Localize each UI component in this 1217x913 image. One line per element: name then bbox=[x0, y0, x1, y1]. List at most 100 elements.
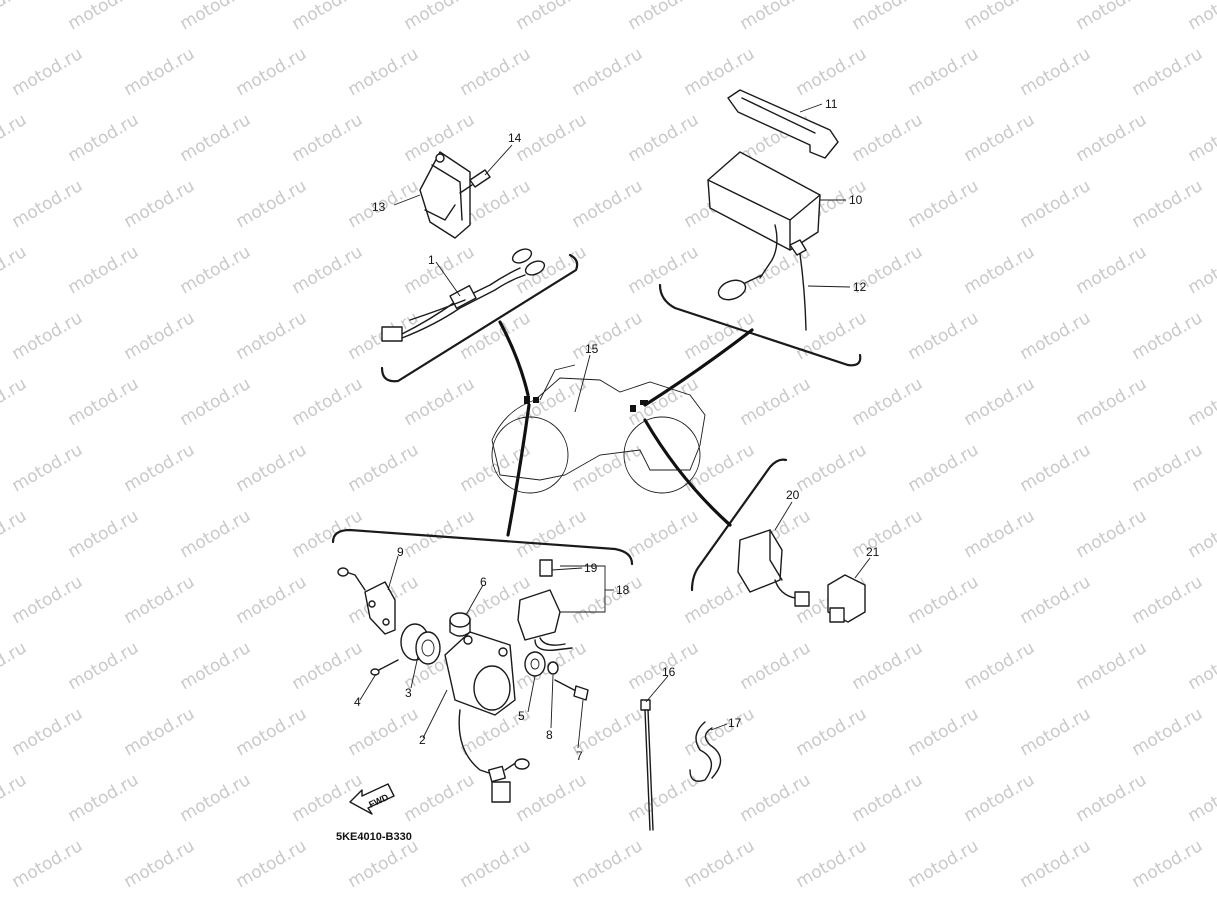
watermark-text: motod.ru bbox=[961, 110, 1039, 166]
watermark-text: motod.ru bbox=[793, 308, 871, 364]
watermark-text: motod.ru bbox=[905, 572, 983, 628]
watermark-text: motod.ru bbox=[513, 110, 591, 166]
watermark-text: motod.ru bbox=[65, 638, 143, 694]
bubble-top-left bbox=[380, 253, 579, 383]
watermark-text: motod.ru bbox=[1185, 110, 1217, 166]
watermark-text: motod.ru bbox=[625, 0, 703, 34]
watermark-text: motod.ru bbox=[65, 770, 143, 826]
part-20-unit bbox=[737, 529, 810, 607]
watermark-text: motod.ru bbox=[849, 374, 927, 430]
watermark-text: motod.ru bbox=[569, 836, 647, 892]
callout-14: 14 bbox=[508, 131, 522, 145]
callout-17: 17 bbox=[728, 716, 742, 730]
callout-3: 3 bbox=[405, 686, 412, 700]
watermark-text: motod.ru bbox=[121, 572, 199, 628]
part-21-connector bbox=[827, 574, 866, 623]
watermark-text: motod.ru bbox=[457, 836, 535, 892]
watermark-text: motod.ru bbox=[513, 770, 591, 826]
bubble-bottom-left bbox=[331, 528, 634, 566]
watermark-text: motod.ru bbox=[121, 440, 199, 496]
watermark-text: motod.ru bbox=[1185, 374, 1217, 430]
watermark-text: motod.ru bbox=[0, 638, 30, 694]
watermark-text: motod.ru bbox=[569, 44, 647, 100]
watermark-text: motod.ru bbox=[233, 440, 311, 496]
callout-16: 16 bbox=[662, 665, 676, 679]
watermark-text: motod.ru bbox=[0, 770, 30, 826]
watermark-text: motod.ru bbox=[177, 110, 255, 166]
watermark-text: motod.ru bbox=[9, 704, 87, 760]
watermark-text: motod.ru bbox=[905, 176, 983, 232]
part-16-cable-tie bbox=[640, 699, 654, 831]
watermark-text: motod.ru bbox=[177, 0, 255, 34]
watermark-text: motod.ru bbox=[569, 440, 647, 496]
watermark-text: motod.ru bbox=[0, 242, 30, 298]
watermark-text: motod.ru bbox=[9, 440, 87, 496]
watermark-text: motod.ru bbox=[9, 836, 87, 892]
watermark-text: motod.ru bbox=[1017, 572, 1095, 628]
watermark-text: motod.ru bbox=[121, 704, 199, 760]
watermark-text: motod.ru bbox=[849, 0, 927, 34]
watermark-text: motod.ru bbox=[289, 638, 367, 694]
watermark-layer: motod.ru motod.ru motod.ru motod.ru motod.ru… bbox=[0, 0, 1217, 892]
part-14-bolt bbox=[459, 169, 491, 194]
watermark-text: motod.ru bbox=[1017, 44, 1095, 100]
callout-7: 7 bbox=[576, 749, 583, 763]
watermark-text: motod.ru bbox=[793, 704, 871, 760]
part-11-band bbox=[727, 89, 839, 159]
part-4-screw bbox=[370, 659, 399, 676]
watermark-text: motod.ru bbox=[961, 242, 1039, 298]
link-line-4 bbox=[643, 418, 732, 527]
watermark-text: motod.ru bbox=[177, 506, 255, 562]
watermark-text: motod.ru bbox=[65, 0, 143, 34]
callout-4: 4 bbox=[354, 695, 361, 709]
callout-15: 15 bbox=[585, 342, 599, 356]
watermark-text: motod.ru bbox=[121, 308, 199, 364]
watermark-text: motod.ru bbox=[1017, 440, 1095, 496]
watermark-text: motod.ru bbox=[289, 0, 367, 34]
watermark-text: motod.ru bbox=[905, 704, 983, 760]
watermark-text: motod.ru bbox=[233, 836, 311, 892]
watermark-text: motod.ru bbox=[457, 44, 535, 100]
bubble-top-right bbox=[658, 283, 862, 367]
watermark-text: motod.ru bbox=[1017, 836, 1095, 892]
watermark-text: motod.ru bbox=[905, 44, 983, 100]
watermark-text: motod.ru bbox=[737, 638, 815, 694]
watermark-text: motod.ru bbox=[793, 440, 871, 496]
callout-9: 9 bbox=[397, 545, 404, 559]
callout-5: 5 bbox=[518, 709, 525, 723]
watermark-text: motod.ru bbox=[289, 374, 367, 430]
watermark-text: motod.ru bbox=[625, 770, 703, 826]
watermark-text: motod.ru bbox=[1129, 572, 1207, 628]
watermark-text: motod.ru bbox=[65, 506, 143, 562]
watermark-text: motod.ru bbox=[177, 638, 255, 694]
watermark-text: motod.ru bbox=[65, 374, 143, 430]
watermark-text: motod.ru bbox=[849, 110, 927, 166]
watermark-text: motod.ru bbox=[513, 506, 591, 562]
watermark-text: motod.ru bbox=[905, 308, 983, 364]
watermark-text: motod.ru bbox=[9, 176, 87, 232]
callout-18: 18 bbox=[616, 583, 630, 597]
part-8-washer bbox=[547, 661, 559, 675]
watermark-text: motod.ru bbox=[1073, 110, 1151, 166]
fwd-arrow-icon: FWD bbox=[349, 783, 395, 815]
callout-21: 21 bbox=[866, 545, 880, 559]
watermark-text: motod.ru bbox=[569, 308, 647, 364]
callout-1: 1 bbox=[428, 253, 435, 267]
diagram-code: 5KE4010-B330 bbox=[336, 831, 412, 843]
bubble-bottom-right bbox=[690, 458, 788, 592]
watermark-text: motod.ru bbox=[233, 704, 311, 760]
watermark-text: motod.ru bbox=[681, 704, 759, 760]
watermark-text: motod.ru bbox=[1129, 440, 1207, 496]
watermark-text: motod.ru bbox=[401, 374, 479, 430]
callout-10: 10 bbox=[849, 193, 863, 207]
part-12-tie bbox=[789, 239, 807, 331]
watermark-text: motod.ru bbox=[961, 638, 1039, 694]
watermark-text: motod.ru bbox=[681, 836, 759, 892]
watermark-text: motod.ru bbox=[1129, 836, 1207, 892]
watermark-text: motod.ru bbox=[1129, 176, 1207, 232]
watermark-text: motod.ru bbox=[569, 572, 647, 628]
watermark-text: motod.ru bbox=[177, 770, 255, 826]
part-3-rotor bbox=[400, 623, 441, 665]
watermark-text: motod.ru bbox=[345, 440, 423, 496]
